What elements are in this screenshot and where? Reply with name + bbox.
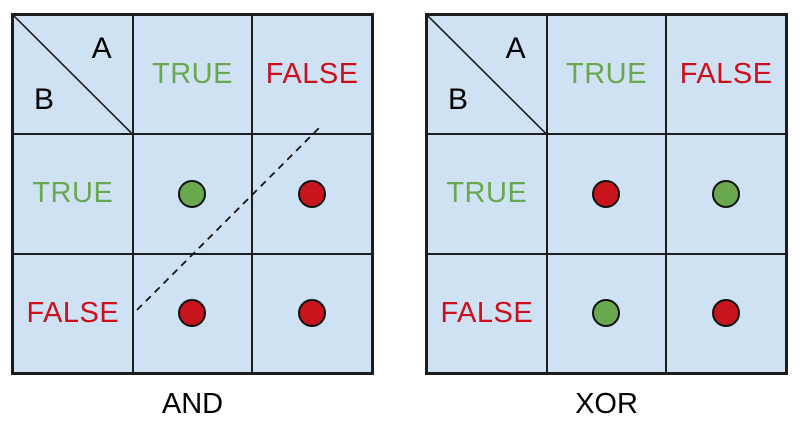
xor-cell-a-false-b-true — [666, 134, 786, 254]
and-cell-a-false-b-false — [252, 253, 372, 373]
corner-diagonal-line — [14, 16, 132, 133]
xor-corner-cell: A B — [427, 15, 547, 135]
corner-diagonal-line — [428, 16, 546, 133]
column-variable-label-a: A — [91, 32, 112, 65]
row-header-label: TRUE — [32, 177, 114, 210]
and-cell-a-true-b-true — [132, 134, 253, 254]
result-dot — [298, 179, 327, 208]
column-variable-label-a: A — [505, 32, 526, 65]
result-dot — [712, 179, 741, 208]
and-cell-a-false-b-true — [252, 134, 372, 254]
col-header-label: TRUE — [566, 58, 647, 91]
and-col-header-false: FALSE — [252, 15, 372, 135]
xor-row-header-false: FALSE — [427, 253, 547, 373]
result-dot — [298, 299, 327, 328]
and-cell-a-true-b-false — [132, 253, 253, 373]
row-header-label: FALSE — [440, 296, 534, 329]
xor-cell-a-true-b-true — [546, 134, 667, 254]
xor-col-header-true: TRUE — [546, 15, 667, 135]
xor-cell-a-true-b-false — [546, 253, 667, 373]
and-row-header-false: FALSE — [13, 253, 133, 373]
result-dot — [592, 299, 621, 328]
row-variable-label-b: B — [34, 83, 55, 117]
result-dot — [592, 179, 621, 208]
xor-cell-a-false-b-false — [666, 253, 786, 373]
and-table-label: AND — [161, 388, 224, 420]
row-header-label: FALSE — [26, 296, 120, 329]
xor-truth-table: A B TRUE FALSE TRUE FALSE — [425, 13, 788, 375]
and-col-header-true: TRUE — [132, 15, 253, 135]
col-header-label: FALSE — [679, 58, 773, 91]
xor-row-header-true: TRUE — [427, 134, 547, 254]
and-row-header-true: TRUE — [13, 134, 133, 254]
row-variable-label-b: B — [448, 83, 469, 117]
result-dot — [178, 299, 207, 328]
result-dot — [712, 299, 741, 328]
row-header-label: TRUE — [446, 177, 528, 210]
result-dot — [178, 179, 207, 208]
col-header-label: FALSE — [265, 58, 359, 91]
xor-col-header-false: FALSE — [666, 15, 786, 135]
col-header-label: TRUE — [152, 58, 233, 91]
xor-table-label: XOR — [575, 388, 638, 420]
and-truth-table: A B TRUE FALSE TRUE FALSE — [11, 13, 374, 375]
and-corner-cell: A B — [13, 15, 133, 135]
